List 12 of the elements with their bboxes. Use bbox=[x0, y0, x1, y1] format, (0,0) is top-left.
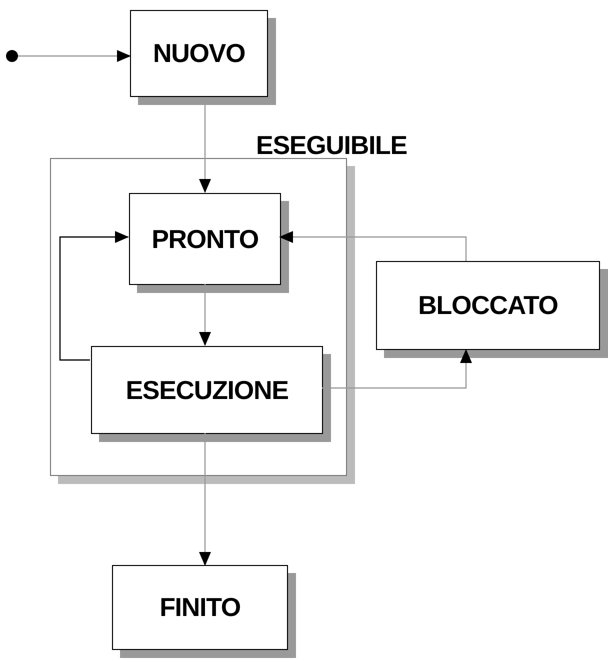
arrow bbox=[199, 284, 211, 346]
state-label: FINITO bbox=[160, 591, 240, 624]
arrow bbox=[18, 50, 131, 62]
state-label: NUOVO bbox=[152, 37, 246, 70]
state-label: BLOCCATO bbox=[418, 289, 558, 322]
state-label: PRONTO bbox=[152, 222, 258, 256]
state-label: ESECUZIONE bbox=[126, 374, 288, 406]
arrow bbox=[199, 433, 211, 566]
arrow bbox=[322, 349, 472, 389]
arrow bbox=[279, 231, 467, 261]
group-heading: ESEGUIBILE bbox=[256, 129, 407, 162]
arrow bbox=[59, 231, 129, 361]
